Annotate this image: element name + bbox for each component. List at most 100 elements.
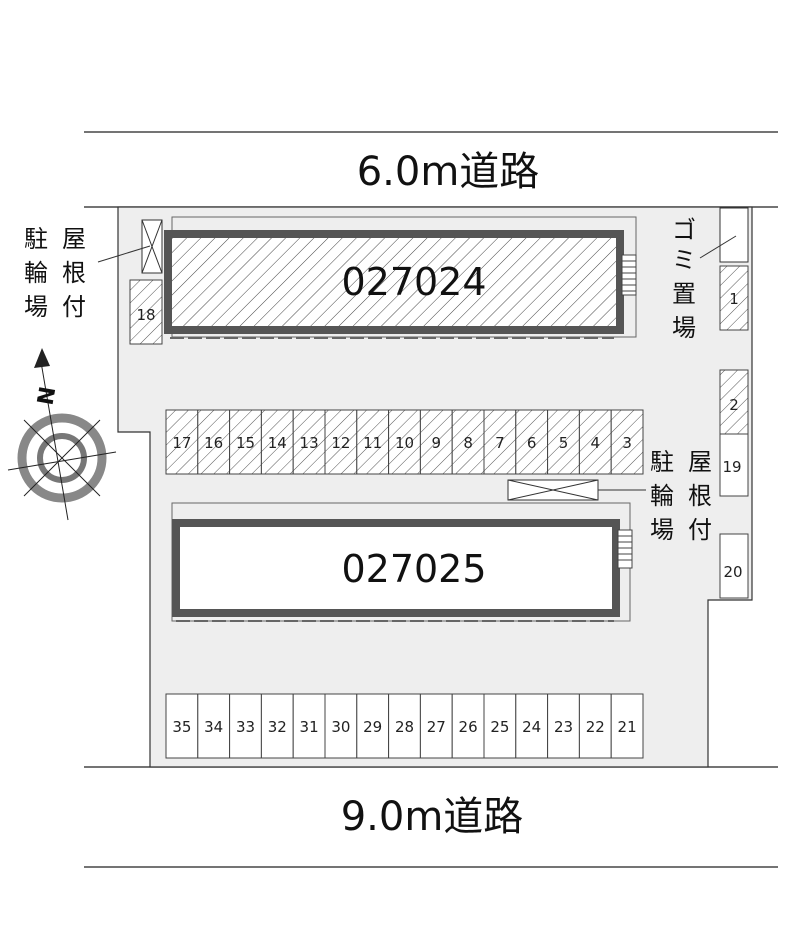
building-027025 [172,519,620,617]
bottom-road-label: 9.0m道路 [341,794,524,840]
label-char: 屋 [62,225,86,253]
parking-slot-34-label: 34 [204,718,223,736]
label-roofed-left: 屋 根 付 [62,225,86,321]
parking-slot-23 [547,693,580,759]
parking-slot-11-label: 11 [363,434,382,452]
garbage-area [719,207,749,263]
parking-slot-28-label: 28 [395,718,414,736]
compass-inner [37,433,87,483]
parking-slot-27-label: 27 [427,718,446,736]
parking-slot-10 [388,409,421,475]
parking-slot-32-label: 32 [268,718,287,736]
label-char: 駐 [24,225,48,253]
parking-slot-12-label: 12 [331,434,350,452]
parking-slot-14-label: 14 [268,434,287,452]
parking-slot-32 [260,693,294,759]
parking-slot-4-label: 4 [591,434,601,452]
label-char: 駐 [650,448,674,476]
parking-slot-16 [197,409,231,475]
parking-slot-11 [356,409,390,475]
label-garbage: ゴ ミ 置 場 [672,216,696,342]
parking-slot-23-label: 23 [554,718,573,736]
lower-stairs [617,529,633,569]
parking-slot-18-label: 18 [136,306,155,324]
garbage-leader [699,235,737,259]
parking-slot-14 [260,409,294,475]
parking-slot-6-label: 6 [527,434,537,452]
label-char: 場 [650,516,674,544]
parking-slot-5-label: 5 [559,434,569,452]
parking-slot-4 [578,409,612,475]
parking-slot-9 [419,409,453,475]
label-char: 輪 [650,482,674,510]
parking-slot-16-label: 16 [204,434,223,452]
building-027024-label: 027024 [341,260,486,304]
parking-slot-12 [324,409,358,475]
compass-north-label: N [34,385,62,407]
label-char: 根 [688,482,712,510]
parking-slot-35-label: 35 [172,718,191,736]
parking-slot-6 [515,409,549,475]
parking-slot-8 [451,409,485,475]
parking-slot-24 [515,693,549,759]
parking-slot-7 [483,409,517,475]
building-027025-label: 027025 [341,547,486,591]
parking-slot-3-label: 3 [622,434,632,452]
parking-slot-34 [197,693,231,759]
compass: N [7,348,117,521]
parking-slot-13 [292,409,326,475]
bike-parking-right-x2 [507,479,599,501]
label-char: 場 [672,314,696,342]
upper-stairs-steps [622,260,636,292]
parking-slot-9-label: 9 [432,434,442,452]
parking-slot-5 [547,409,580,475]
label-char: 置 [672,280,696,308]
parking-slot-1-label: 1 [729,290,739,308]
parking-slot-22-label: 22 [586,718,605,736]
parking-slot-15-label: 15 [236,434,255,452]
parking-slot-33-label: 33 [236,718,255,736]
parking-slot-29-label: 29 [363,718,382,736]
label-bike-parking-left: 駐 輪 場 [24,225,48,321]
parking-slot-21 [610,693,644,759]
parking-slot-17-label: 17 [172,434,191,452]
parking-slot-20-label: 20 [723,563,742,581]
label-char: 輪 [24,259,48,287]
label-char: ミ [672,246,696,274]
top-road-label: 6.0m道路 [357,149,540,195]
parking-slot-30-label: 30 [331,718,350,736]
parking-slot-7-label: 7 [495,434,505,452]
label-char: 屋 [688,448,712,476]
parking-slot-24-label: 24 [522,718,541,736]
parking-slot-26 [451,693,485,759]
label-char: 付 [62,293,86,321]
parking-slot-8-label: 8 [463,434,473,452]
parking-slot-20 [719,533,749,599]
compass-north-arrow-icon [34,348,50,368]
label-char: 付 [688,516,712,544]
parking-slot-2-label: 2 [729,396,739,414]
parking-bottom-row: 35 34 33 32 31 30 29 28 27 26 25 24 23 22 21 [165,693,644,759]
label-char: 場 [24,293,48,321]
parking-slot-31 [292,693,326,759]
label-char: ゴ [672,216,696,244]
parking-slot-33 [229,693,262,759]
parking-slot-21-label: 21 [618,718,637,736]
building-027024 [164,230,624,334]
label-bike-parking-right: 駐 輪 場 [650,448,674,544]
parking-slot-26-label: 26 [459,718,478,736]
parking-slot-18 [129,279,163,345]
parking-slot-13-label: 13 [300,434,319,452]
parking-slot-31-label: 31 [300,718,319,736]
parking-slot-25-label: 25 [490,718,509,736]
parking-slot-1 [719,265,749,331]
bike-parking-left-x2 [141,219,163,274]
parking-slot-22 [578,693,612,759]
parking-slot-3 [610,409,644,475]
compass-axis-main [39,355,69,521]
label-roofed-right: 屋 根 付 [688,448,712,544]
label-char: 根 [62,259,86,287]
compass-ring [17,413,107,503]
lower-stairs-steps [618,535,632,561]
